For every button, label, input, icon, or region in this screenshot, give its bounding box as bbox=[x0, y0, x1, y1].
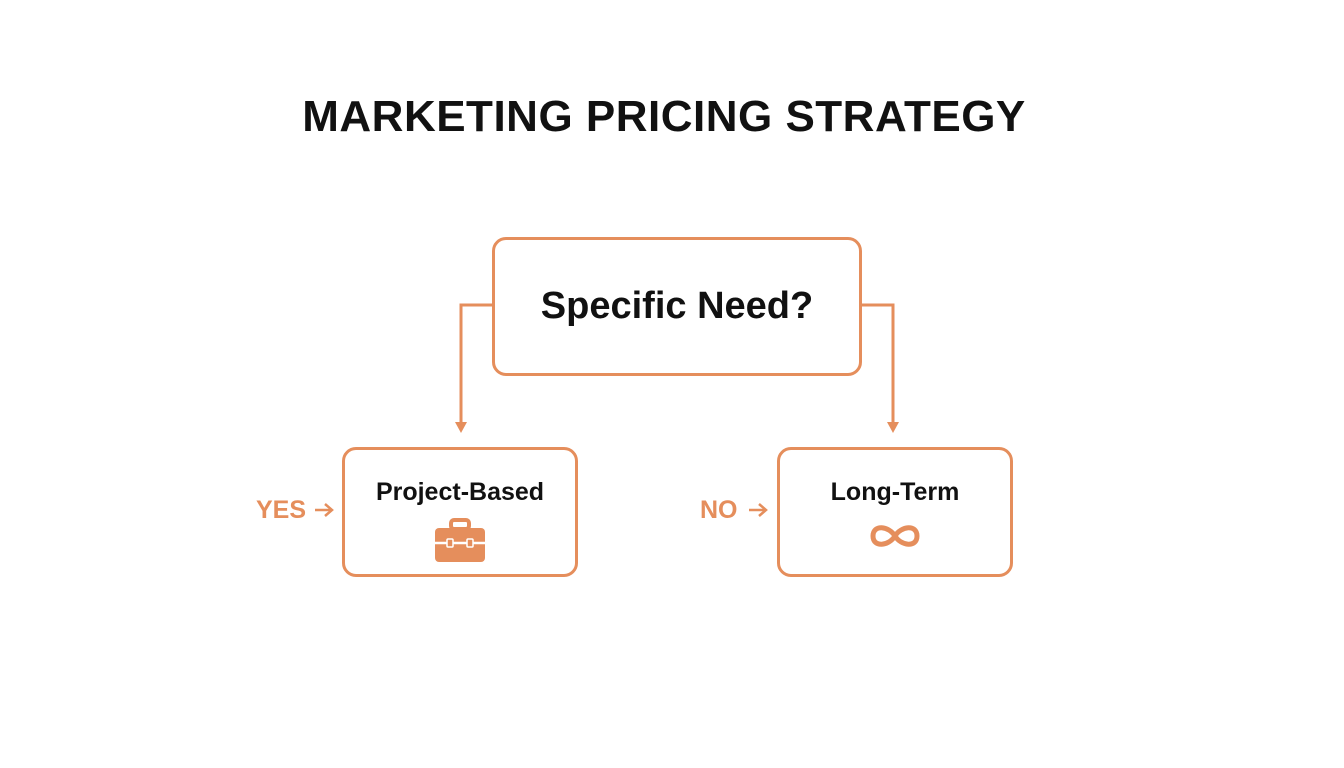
no-connector bbox=[862, 303, 895, 424]
yes-connector-arrowhead bbox=[455, 422, 467, 433]
yes-arrow-icon bbox=[315, 503, 334, 517]
briefcase-icon bbox=[435, 518, 485, 562]
long-term-node: Long-Term bbox=[777, 447, 1013, 577]
infinity-icon bbox=[870, 525, 920, 547]
decision-label: Specific Need? bbox=[540, 285, 814, 327]
no-connector-arrowhead bbox=[887, 422, 899, 433]
decision-node: Specific Need? bbox=[492, 237, 862, 376]
yes-connector bbox=[459, 303, 492, 424]
no-arrow-icon bbox=[749, 503, 768, 517]
project-based-label: Project-Based bbox=[375, 478, 545, 506]
no-branch-label: NO bbox=[700, 496, 738, 524]
page-title: MARKETING PRICING STRATEGY bbox=[302, 92, 1026, 141]
project-based-node: Project-Based bbox=[342, 447, 578, 577]
yes-branch-label: YES bbox=[256, 496, 307, 524]
long-term-label: Long-Term bbox=[830, 478, 960, 506]
